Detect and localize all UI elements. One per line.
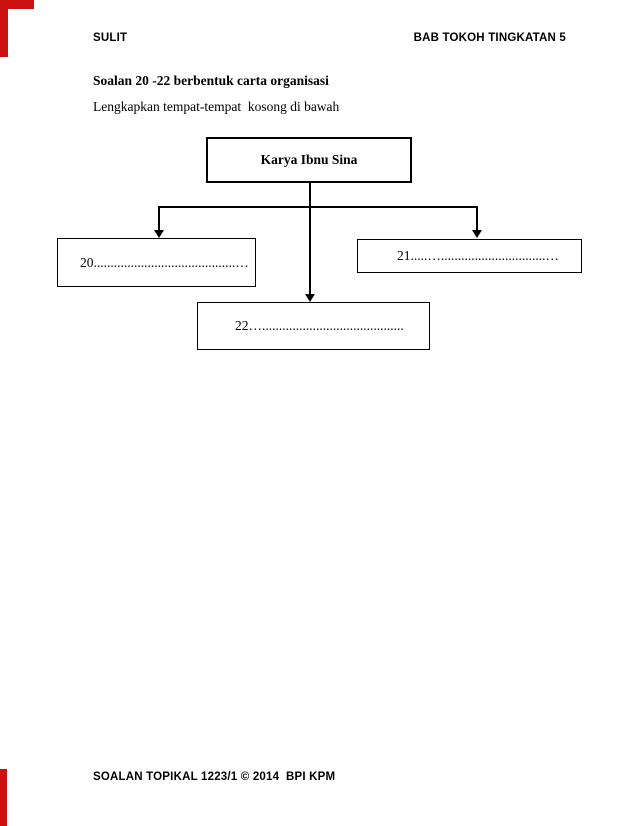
answer-box-21-label: 21.....…...............................… xyxy=(397,248,559,263)
header-chapter-label: BAB TOKOH TINGKATAN 5 xyxy=(413,32,566,44)
answer-box-22-label: 22….....................................… xyxy=(235,318,404,333)
arrowhead-down-right xyxy=(472,230,482,238)
connector-center-vertical xyxy=(309,183,311,295)
chart-root-label: Karya Ibnu Sina xyxy=(260,152,358,167)
fill-in-instruction: Lengkapkan tempat-tempat kosong di bawah xyxy=(93,99,340,114)
arrowhead-down-center xyxy=(305,294,315,302)
arrowhead-down-left xyxy=(154,230,164,238)
connector-horizontal xyxy=(158,206,478,208)
header-confidential-label: SULIT xyxy=(93,32,128,44)
chart-root-node: Karya Ibnu Sina xyxy=(206,137,412,183)
answer-box-21: 21.....…...............................… xyxy=(357,239,582,273)
red-edge-mark-left xyxy=(0,0,8,57)
connector-right-vertical xyxy=(476,206,478,231)
connector-left-vertical xyxy=(158,206,160,231)
footer-source-label: SOALAN TOPIKAL 1223/1 © 2014 BPI KPM xyxy=(93,771,336,783)
answer-box-22: 22….....................................… xyxy=(197,302,430,350)
red-edge-mark-bottom xyxy=(0,769,7,826)
red-edge-mark-top xyxy=(0,0,34,9)
answer-box-20-label: 20......................................… xyxy=(80,254,249,270)
answer-box-20: 20......................................… xyxy=(57,238,256,287)
question-range-instruction: Soalan 20 -22 berbentuk carta organisasi xyxy=(93,73,329,88)
